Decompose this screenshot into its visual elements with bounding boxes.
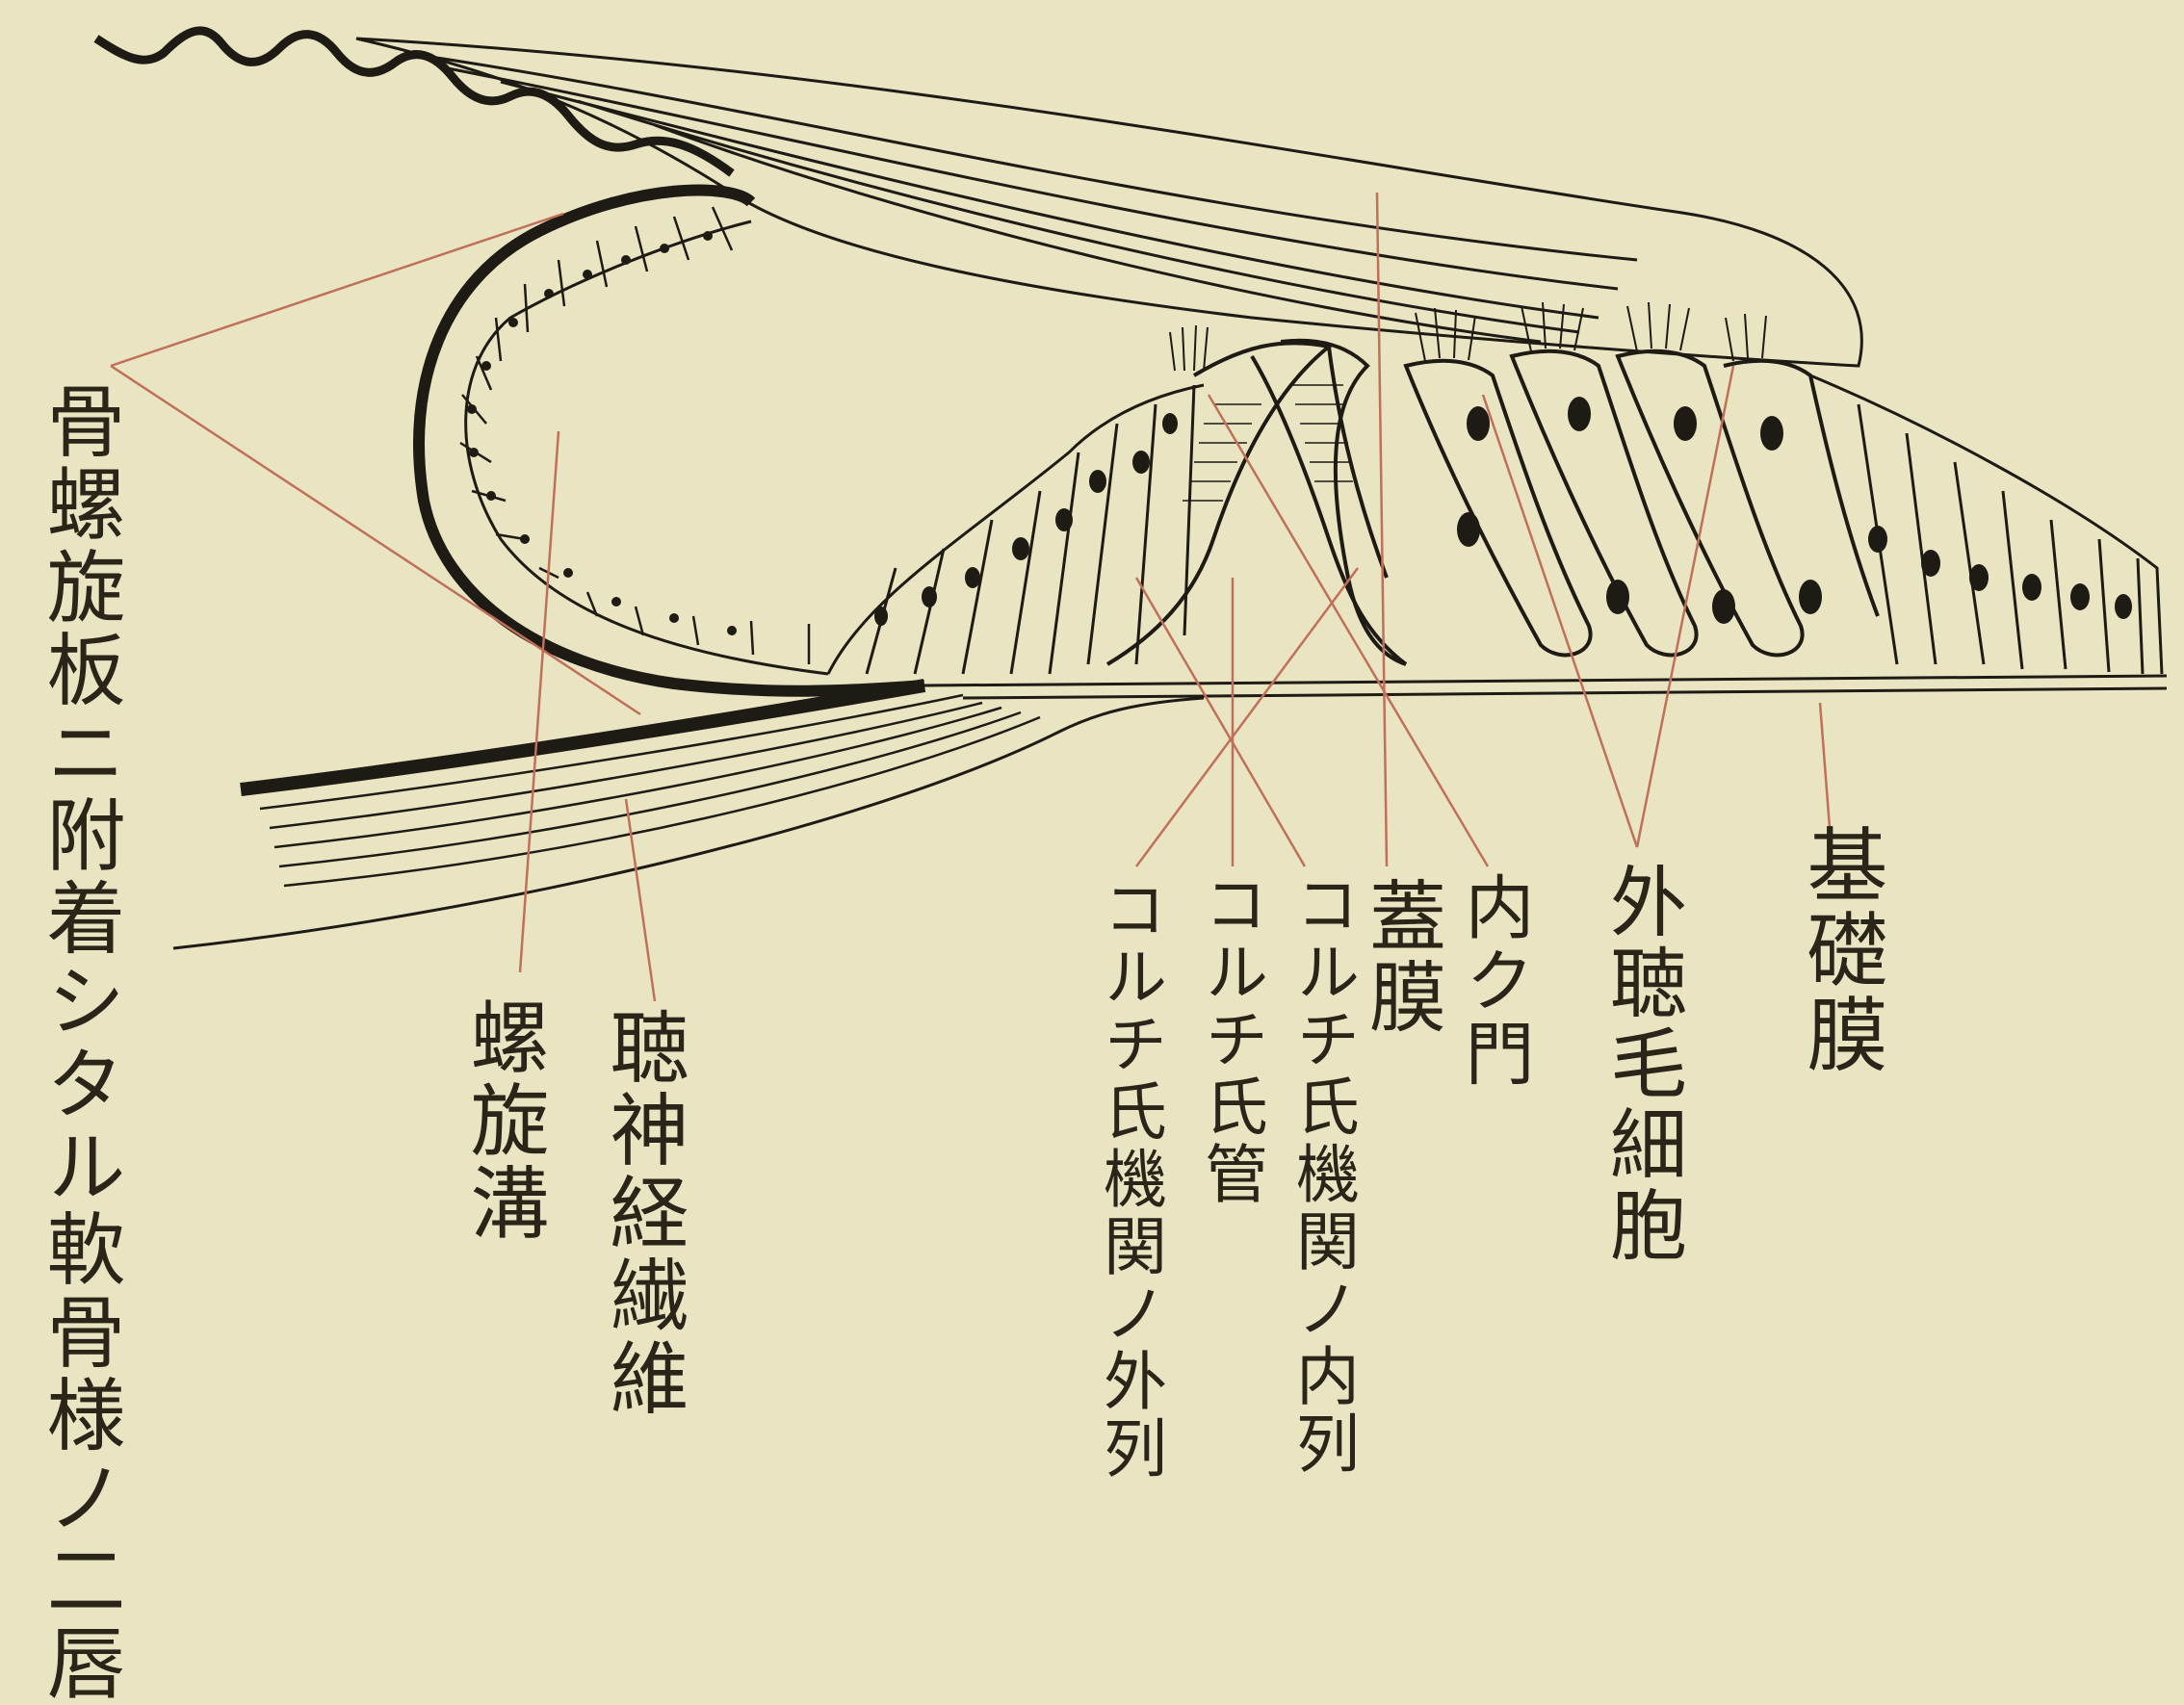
limbus-cells [460,207,809,664]
label-bony-spiral-lamina: 骨螺旋板ニ附着シタル軟骨様ノ二唇 [39,380,117,1705]
nerve-fiber-bundle [173,685,1204,948]
label-inner-hair-cell: 内ク門 [1459,871,1528,1091]
label-corti-tunnel: コルチ氏管 [1199,871,1262,1208]
label-corti-arch-outer-row: コルチ氏機関ノ外列 [1098,876,1161,1483]
support-cells-right [1810,375,2162,674]
tectorial-membrane-shape [356,39,1861,366]
label-corti-arch-inner-row: コルチ氏機関ノ内列 [1290,871,1354,1478]
basilar-membrane-shape [924,676,2167,698]
label-basilar-membrane: 基礎膜 [1801,823,1882,1077]
anatomical-illustration: 骨螺旋板ニ附着シタル軟骨様ノ二唇 螺旋溝 聴神経繊維 コルチ氏機関ノ外列 コルチ… [0,0,2184,1399]
corti-arch [1107,341,1406,664]
support-cells-left [828,385,1204,674]
organ-of-corti-drawing [0,0,2184,1399]
label-tectorial-membrane: 蓋膜 [1363,876,1440,1038]
label-spiral-groove: 螺旋溝 [462,996,541,1245]
label-auditory-nerve-fibers: 聴神経繊維 [602,1006,681,1420]
pillar-hatching [1183,385,1353,501]
inner-hair-cell-bristles [1170,325,1208,371]
label-outer-hair-cells: 外聴毛細胞 [1603,862,1680,1266]
